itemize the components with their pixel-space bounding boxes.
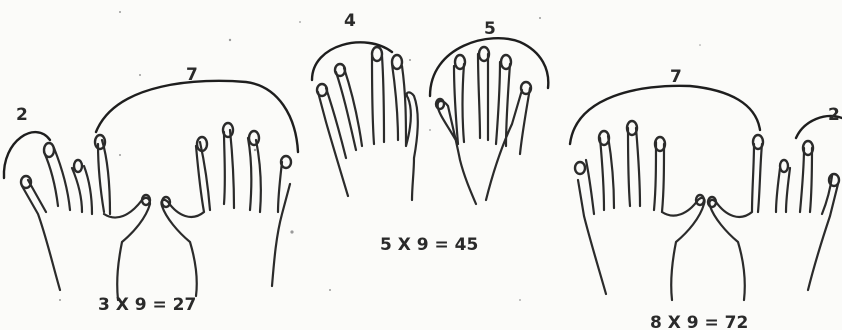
group-5x9: 4 5 5 X 9 = 45 (312, 11, 548, 255)
group-8x9: 7 2 8 X 9 = 72 (570, 67, 842, 330)
left-hand-1 (21, 135, 150, 300)
left-hand-2 (317, 47, 418, 200)
equation-label: 3 X 9 = 27 (98, 295, 196, 315)
count-arc-left-1 (4, 132, 50, 178)
right-hand-2 (436, 47, 531, 204)
right-count-label: 7 (186, 65, 198, 85)
right-hand-1 (161, 123, 291, 296)
left-count-label: 7 (670, 67, 682, 87)
equation-label: 8 X 9 = 72 (650, 313, 748, 330)
group-3x9: 2 7 3 X 9 = 27 (4, 65, 298, 315)
right-count-label: 5 (484, 19, 496, 39)
right-hand-3 (708, 135, 839, 300)
left-count-label: 2 (16, 105, 28, 125)
paper-texture (59, 11, 701, 301)
right-count-label: 2 (828, 105, 840, 125)
left-hand-3 (575, 121, 705, 300)
left-count-label: 4 (344, 11, 356, 31)
equation-label: 5 X 9 = 45 (380, 235, 478, 255)
